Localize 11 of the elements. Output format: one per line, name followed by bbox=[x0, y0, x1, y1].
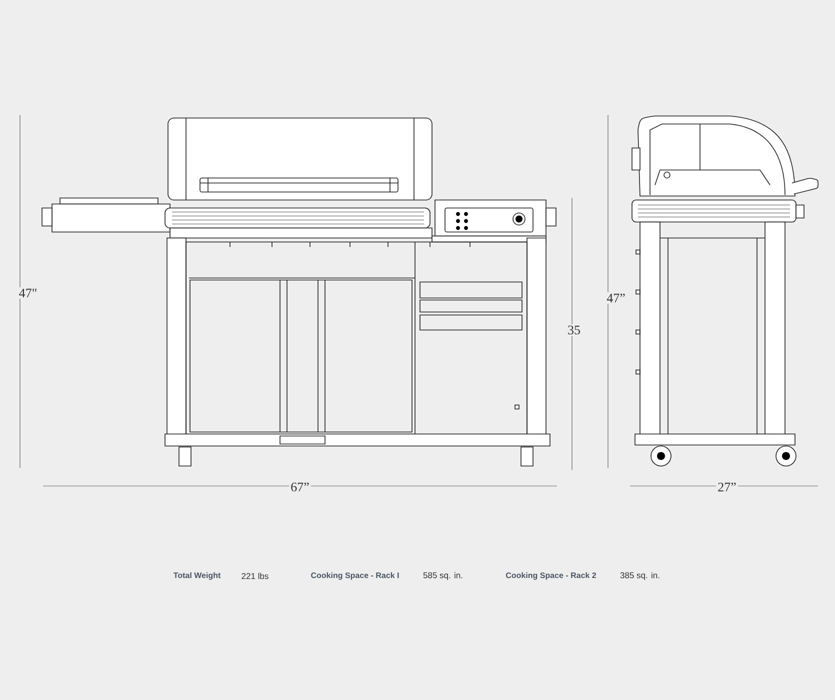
spec-value: 221 lbs bbox=[242, 572, 268, 580]
spec-value: 385 sq. in. bbox=[620, 572, 660, 580]
dimension-label: 47” bbox=[605, 292, 627, 304]
dimension-label: 47" bbox=[17, 287, 39, 299]
dimension-label: 67” bbox=[289, 481, 311, 493]
dimension-label: 35 bbox=[566, 324, 582, 336]
spec-heading: Cooking Space - Rack I bbox=[311, 572, 399, 580]
spec-heading: Cooking Space - Rack 2 bbox=[506, 572, 596, 580]
spec-value: 585 sq. in. bbox=[423, 572, 462, 580]
dimension-label: 27” bbox=[716, 481, 738, 493]
spec-heading: Total Weight bbox=[173, 572, 221, 580]
